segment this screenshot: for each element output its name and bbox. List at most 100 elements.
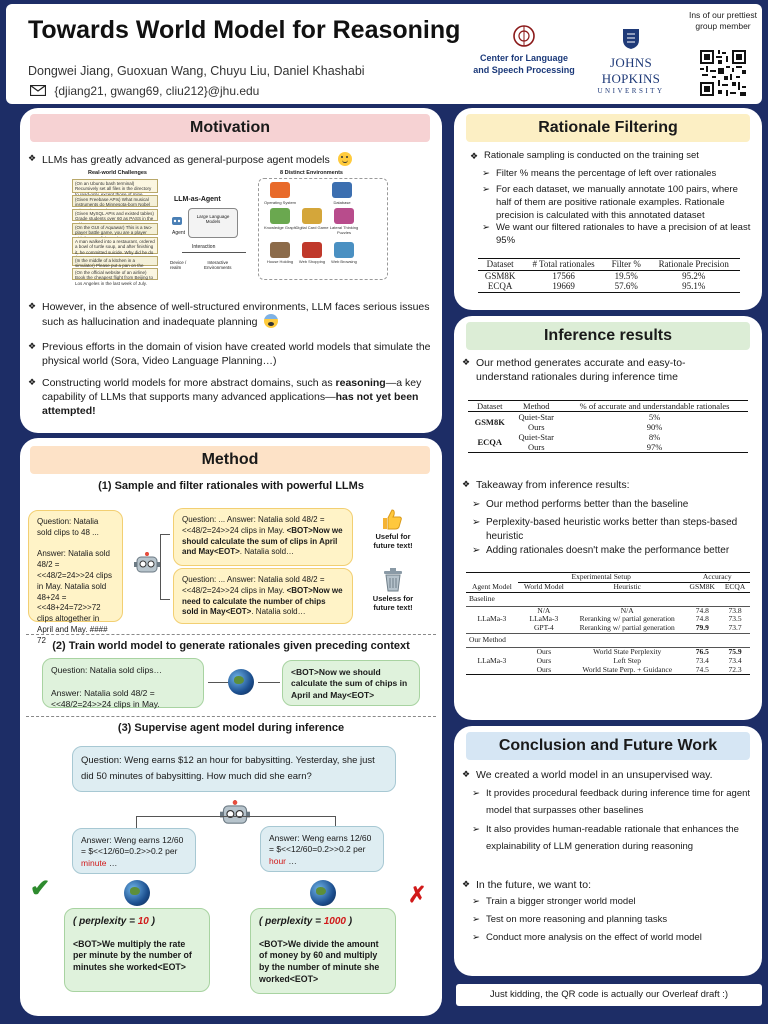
conclusion-sub-3: ➢Train a bigger stronger world model xyxy=(472,896,636,907)
env-browsing-label: Web Browsing xyxy=(331,259,357,264)
env-puzzles-icon xyxy=(334,208,354,224)
env-browsing-icon xyxy=(334,242,354,258)
figure-interaction-label: Interaction xyxy=(192,244,216,250)
table-row: GSM8K Quiet-Star 5% xyxy=(474,412,661,428)
jhu-name: JOHNS HOPKINS xyxy=(601,55,661,86)
table-row: GSM8K 17566 19.5% 95.2% xyxy=(484,270,706,281)
qr-code[interactable] xyxy=(698,48,748,98)
step1-title: (1) Sample and filter rationales with po… xyxy=(98,480,364,492)
table-row: Ours World State Perp. + Guidance 74.5 7… xyxy=(466,665,750,675)
env-card-game-label: Digital Card Game xyxy=(295,225,329,230)
step3-left-result: ( perplexity = 10 ) <BOT>We multiply the… xyxy=(64,908,210,992)
env-os-label: Operating System xyxy=(263,200,296,205)
authors: Dongwei Jiang, Guoxuan Wang, Chuyu Liu, … xyxy=(28,64,365,78)
env-database-label: Database xyxy=(333,200,351,205)
step2-title: (2) Train world model to generate ration… xyxy=(52,640,410,652)
inference-table-1: Dataset Method % of accurate and underst… xyxy=(468,400,748,453)
left-perplexity: ( perplexity = 10 ) xyxy=(73,916,155,927)
table-row: LLaMa-3 Reranking w/ partial generation … xyxy=(529,614,742,624)
inference-title: Inference results xyxy=(466,322,750,350)
clsp-logo-text: Center for Language and Speech Processin… xyxy=(473,53,575,75)
table-row: LLaMa-3 N/A N/A 74.8 73.8 xyxy=(477,605,742,624)
left-rationale: <BOT>We multiply the rate per minute by … xyxy=(73,938,192,973)
trash-can-icon xyxy=(384,568,402,592)
figure-device-label: Device / realm xyxy=(170,260,187,270)
robot-icon xyxy=(134,552,160,573)
figure-agent-label: Agent xyxy=(172,230,186,236)
step1-question: Question: Natalia sold clips to 48 ... A… xyxy=(28,510,123,645)
hugging-face-emoji xyxy=(337,152,352,166)
footer-joke: Just kidding, the QR code is actually ou… xyxy=(456,984,762,1006)
rationale-title: Rationale Filtering xyxy=(466,114,750,142)
inference-panel: Inference results ❖Our method generates … xyxy=(454,316,762,720)
header-banner: Towards World Model for Reasoning Dongwe… xyxy=(6,4,762,104)
env-household-icon xyxy=(270,242,290,258)
poster-title: Towards World Model for Reasoning xyxy=(28,16,461,44)
figure-llm-box: Large Language Models xyxy=(188,208,238,238)
clsp-logo-mark xyxy=(513,25,535,47)
globe-icon xyxy=(228,669,254,695)
globe-icon xyxy=(310,880,336,906)
jhu-shield-icon xyxy=(623,29,639,49)
motivation-panel: Motivation ❖ LLMs has greatly advanced a… xyxy=(20,108,442,433)
figure-agent-robot-icon xyxy=(172,217,182,225)
challenge-7: (On the official website of an airline) … xyxy=(72,268,158,286)
env-os-icon xyxy=(270,182,290,198)
step1-useful-sample: Question: ... Answer: Natalia sold 48/2 … xyxy=(173,508,353,566)
jhu-logo: JOHNS HOPKINS UNIVERSITY xyxy=(581,28,681,95)
conclusion-sub-5: ➢Conduct more analysis on the effect of … xyxy=(472,932,702,943)
clsp-logo: Center for Language and Speech Processin… xyxy=(472,24,576,84)
inference-table-2: Experimental Setup Accuracy Agent Model … xyxy=(466,572,750,675)
challenge-4: (On the GUI of Aquawar) This is a two-pl… xyxy=(72,223,158,241)
check-mark: ✔ xyxy=(30,875,51,902)
inference-bullet-1: ❖Our method generates accurate and easy-… xyxy=(462,357,686,384)
step3-title: (3) Supervise agent model during inferen… xyxy=(117,722,345,734)
jhu-university: UNIVERSITY xyxy=(597,87,665,95)
figure-center-title: LLM-as-Agent xyxy=(174,196,221,203)
table-row: LLaMa-3 Ours World State Perplexity 76.5… xyxy=(477,646,742,665)
motivation-bullet-1: ❖ LLMs has greatly advanced as general-p… xyxy=(28,152,433,167)
conclusion-sub-2: ➢It also provides human-readable rationa… xyxy=(472,824,739,852)
env-card-game-icon xyxy=(302,208,322,224)
method-panel: Method (1) Sample and filter rationales … xyxy=(20,438,442,1016)
conclusion-title: Conclusion and Future Work xyxy=(466,732,750,760)
email: {djiang21, gwang69, cliu212}@jhu.edu xyxy=(54,84,260,98)
figure-environments-label: Interactive Environments xyxy=(204,260,232,270)
method-title: Method xyxy=(30,446,430,474)
figure-right-title: 8 Distinct Environments xyxy=(280,170,343,176)
inference-sub-3: ➢Adding rationales doesn't make the perf… xyxy=(472,545,730,556)
cross-mark: ✗ xyxy=(408,882,427,907)
rationale-panel: Rationale Filtering ❖Rationale sampling … xyxy=(454,108,762,310)
useful-label: Useful for future text! xyxy=(373,532,413,550)
rationale-bullet: ❖Rationale sampling is conducted on the … xyxy=(470,150,699,161)
conclusion-panel: Conclusion and Future Work ❖We created a… xyxy=(454,726,762,976)
figure-left-title: Real-world Challenges xyxy=(88,170,147,176)
env-kg-icon xyxy=(270,208,290,224)
motivation-bullet-3: ❖ Previous efforts in the domain of visi… xyxy=(28,341,431,368)
thumbs-up-icon xyxy=(383,509,402,530)
table-row: Ours 97% xyxy=(468,442,748,453)
conclusion-sub-4: ➢Test on more reasoning and planning tas… xyxy=(472,914,668,925)
step2-input: Question: Natalia sold clips… Answer: Na… xyxy=(42,658,204,709)
step3-question: Question: Weng earns $12 an hour for bab… xyxy=(72,746,396,792)
inference-sub-1: ➢Our method performs better than the bas… xyxy=(472,499,689,510)
challenge-6: (In the middle of a kitchen in a simulat… xyxy=(72,256,158,274)
globe-icon xyxy=(124,880,150,906)
table-row: ECQA 19669 57.6% 95.1% xyxy=(478,281,740,293)
table-row: Ours Left Step 73.4 73.4 xyxy=(536,655,742,665)
table-row: Ours 90% xyxy=(528,422,663,433)
table-row: ECQA Quiet-Star 8% xyxy=(477,432,661,448)
right-rationale: <BOT>We divide the amount of money by 60… xyxy=(259,938,380,985)
challenge-2: (Given Freebase APIs) What musical instr… xyxy=(72,195,158,213)
env-shopping-label: Web Shopping xyxy=(298,259,326,264)
rationale-sub-2: ➢For each dataset, we manually annotate … xyxy=(482,184,738,221)
step3-right-result: ( perplexity = 1000 ) <BOT>We divide the… xyxy=(250,908,396,994)
useless-label: Useless for future text! xyxy=(372,594,414,612)
env-database-icon xyxy=(332,182,352,198)
step3-right-answer: Answer: Weng earns 12/60 = $<<12/60=0.2>… xyxy=(260,826,384,872)
challenge-5: A man walked into a restaurant, ordered … xyxy=(72,237,158,260)
challenge-1: (On an Ubuntu bash terminal) Recursively… xyxy=(72,179,158,197)
conclusion-bullet-2: ❖In the future, we want to: xyxy=(462,879,591,891)
env-kg-label: Knowledge Graph xyxy=(263,225,297,230)
motivation-bullet-4: ❖ Constructing world models for more abs… xyxy=(28,377,422,418)
